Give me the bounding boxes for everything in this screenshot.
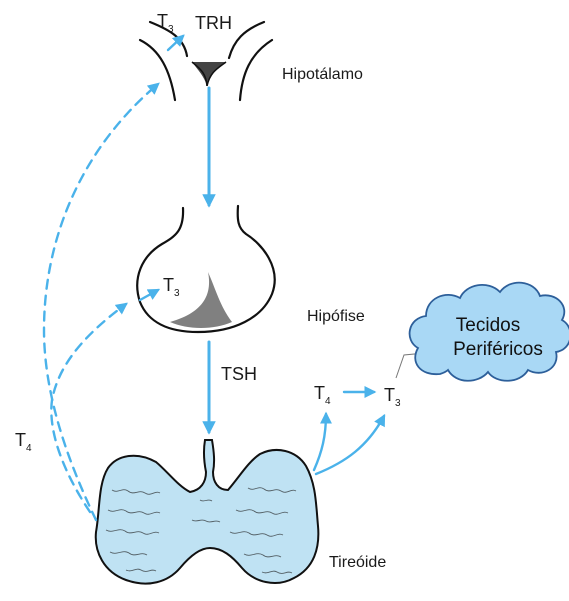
- pituitary-shape: [137, 206, 274, 332]
- t4-label-left: T4: [15, 430, 32, 454]
- tissues-label-line1: Tecidos: [456, 315, 520, 336]
- t3-label-output: T3: [384, 385, 401, 409]
- hypothalamus-label: Hipotálamo: [282, 66, 363, 83]
- pituitary-label: Hipófise: [307, 308, 365, 325]
- thyroid-label: Tireóide: [329, 554, 386, 571]
- thyroid-gland: [96, 440, 319, 584]
- t3-label-pituitary: T3: [163, 275, 180, 299]
- tsh-label: TSH: [221, 364, 257, 384]
- tissues-label-line2: Periféricos: [453, 339, 543, 360]
- t3-label-hypothalamus: T3: [157, 11, 174, 35]
- hypothalamus-shape: [140, 22, 272, 100]
- t3-arrow-pituitary: [140, 290, 158, 300]
- trh-label: TRH: [195, 13, 232, 33]
- t4-output-arrow: [314, 414, 326, 470]
- t4-label-output: T4: [314, 383, 331, 407]
